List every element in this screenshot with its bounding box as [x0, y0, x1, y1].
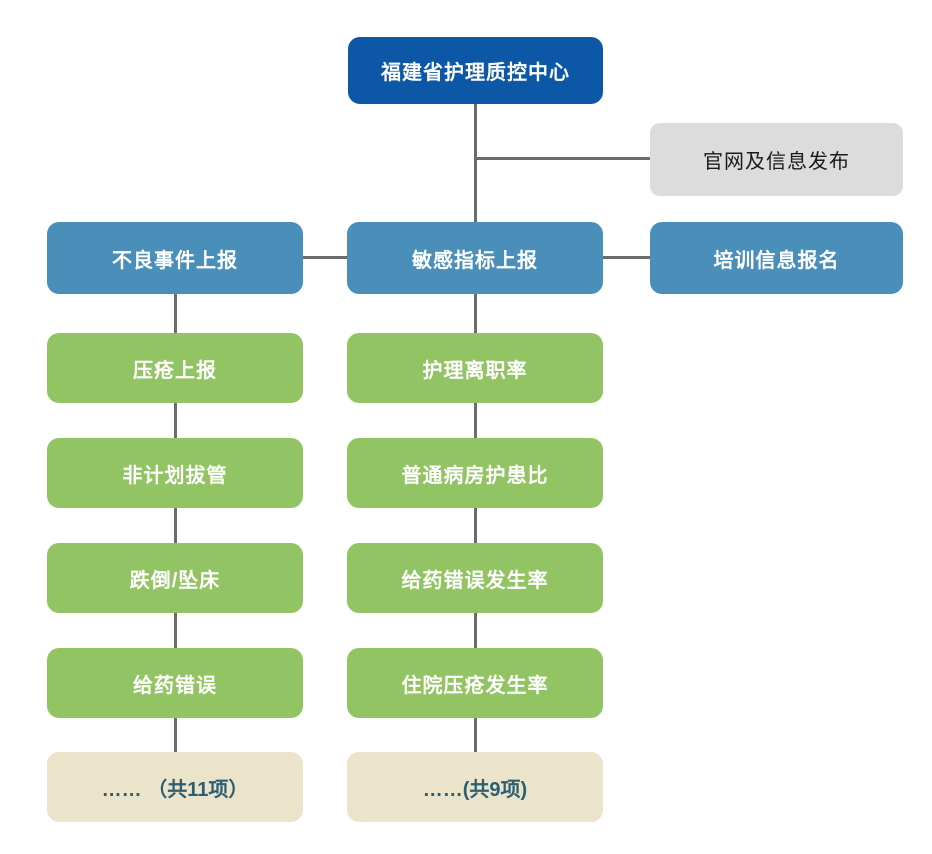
node-inpatient-pressure-ulcer-rate: 住院压疮发生率 — [347, 648, 603, 718]
connector-to-website-node — [475, 157, 651, 160]
node-quality-control-center: 福建省护理质控中心 — [348, 37, 603, 104]
node-more-left-total-11: …… （共11项） — [47, 752, 303, 822]
node-fall-bedfall: 跌倒/坠床 — [47, 543, 303, 613]
node-sensitive-indicator-report: 敏感指标上报 — [347, 222, 603, 294]
connector-left-column-vertical — [174, 294, 177, 752]
node-more-middle-total-9: ……(共9项) — [347, 752, 603, 822]
node-ward-nurse-patient-ratio: 普通病房护患比 — [347, 438, 603, 508]
node-nurse-turnover-rate: 护理离职率 — [347, 333, 603, 403]
node-unplanned-extubation: 非计划拔管 — [47, 438, 303, 508]
connector-left-to-middle-branch — [303, 256, 347, 259]
node-medication-error-rate: 给药错误发生率 — [347, 543, 603, 613]
node-medication-error: 给药错误 — [47, 648, 303, 718]
node-adverse-event-report: 不良事件上报 — [47, 222, 303, 294]
node-training-signup: 培训信息报名 — [650, 222, 903, 294]
node-website-info-publish: 官网及信息发布 — [650, 123, 903, 196]
node-pressure-ulcer-report: 压疮上报 — [47, 333, 303, 403]
connector-root-vertical — [474, 104, 477, 752]
connector-middle-to-right-branch — [603, 256, 650, 259]
